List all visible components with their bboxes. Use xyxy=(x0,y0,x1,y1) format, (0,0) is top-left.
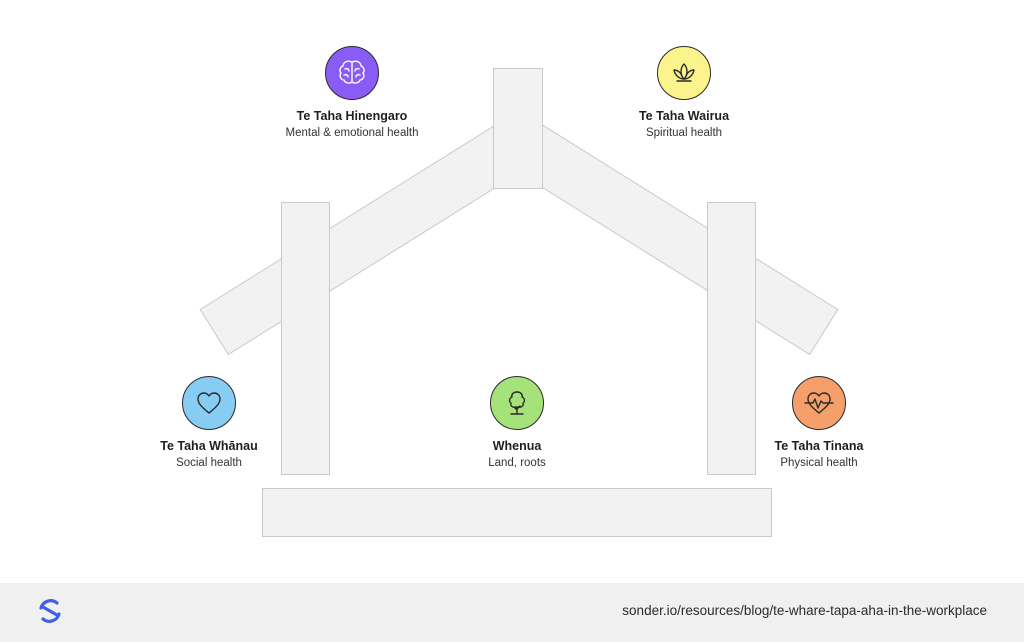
dimension-subtitle: Mental & emotional health xyxy=(285,127,419,139)
dimension-title: Te Taha Tinana xyxy=(774,439,864,453)
whare-tapa-wha-diagram: Te Taha Hinengaro Mental & emotional hea… xyxy=(109,46,919,537)
dimension-title: Te Taha Whānau xyxy=(160,439,258,453)
sonder-logo-icon[interactable] xyxy=(36,597,64,625)
foundation-beam xyxy=(262,488,772,537)
heart-icon xyxy=(182,376,236,430)
dimension-hinengaro: Te Taha Hinengaro Mental & emotional hea… xyxy=(252,46,452,140)
ridge-post xyxy=(493,68,543,189)
roof-left-beam xyxy=(199,114,540,356)
dimension-subtitle: Spiritual health xyxy=(645,127,723,139)
dimension-subtitle: Social health xyxy=(176,457,242,469)
dimension-tinana: Te Taha Tinana Physical health xyxy=(719,376,919,470)
dimension-subtitle: Physical health xyxy=(780,457,858,469)
heartbeat-icon xyxy=(792,376,846,430)
tree-icon xyxy=(490,376,544,430)
left-wall-post xyxy=(281,202,330,475)
dimension-whenua: Whenua Land, roots xyxy=(417,376,617,470)
dimension-wairua: Te Taha Wairua Spiritual health xyxy=(584,46,784,140)
dimension-whanau: Te Taha Whānau Social health xyxy=(109,376,309,470)
dimension-title: Te Taha Hinengaro xyxy=(296,109,408,123)
right-wall-post xyxy=(707,202,756,475)
dimension-title: Te Taha Wairua xyxy=(638,109,730,123)
dimension-subtitle: Land, roots xyxy=(488,457,546,469)
footer-bar: sonder.io/resources/blog/te-whare-tapa-a… xyxy=(0,583,1024,642)
dimension-title: Whenua xyxy=(492,439,542,453)
roof-right-beam xyxy=(498,114,839,356)
source-url[interactable]: sonder.io/resources/blog/te-whare-tapa-a… xyxy=(622,603,987,618)
brain-icon xyxy=(325,46,379,100)
lotus-icon xyxy=(657,46,711,100)
